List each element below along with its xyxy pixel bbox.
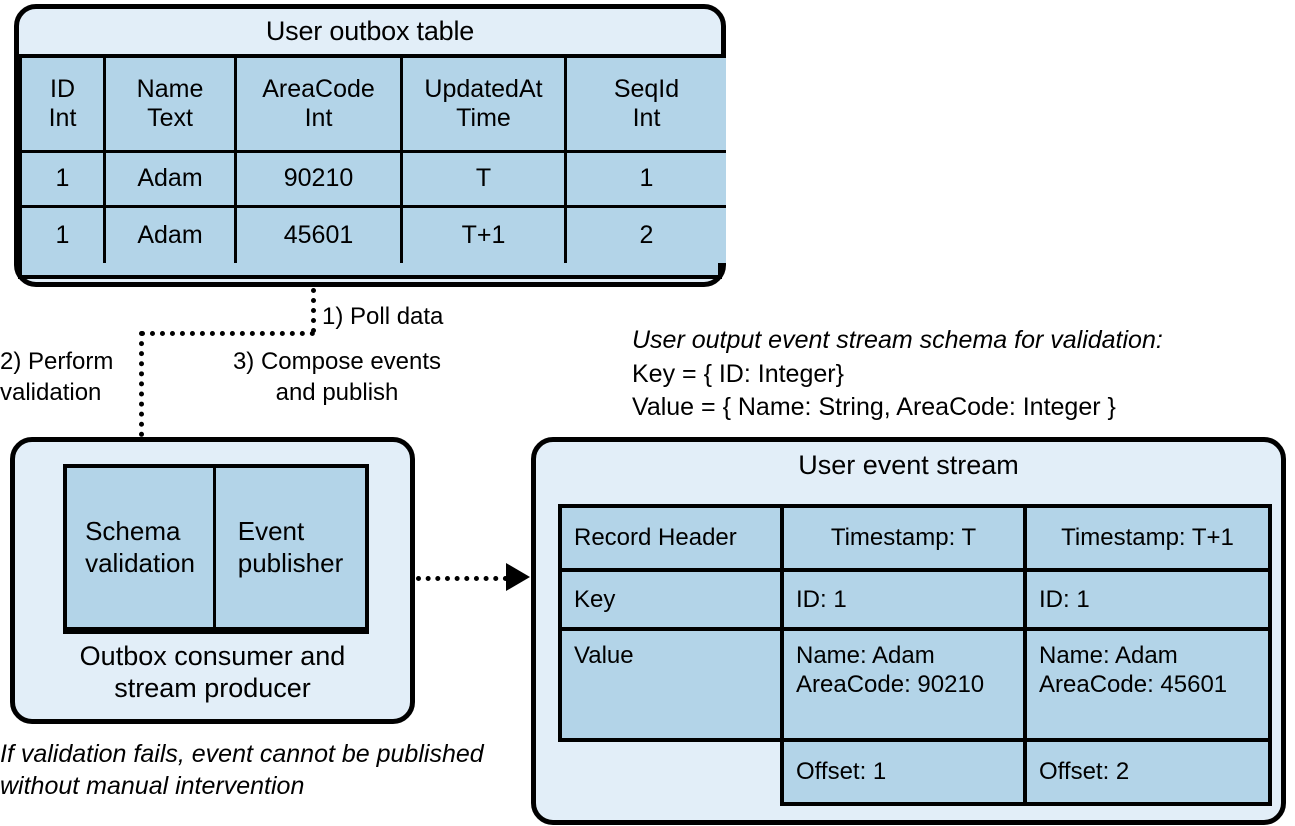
stream-row-value-col2: Name: Adam AreaCode: 45601	[1023, 627, 1272, 742]
column-header-name: Name Text	[106, 58, 237, 153]
table-row: T	[403, 153, 567, 208]
arrow-right-icon	[506, 563, 530, 591]
poll-connector-vertical-segment	[311, 288, 316, 333]
table-row: 45601	[237, 208, 403, 263]
column-name: SeqId	[613, 74, 680, 103]
table-row: 2	[567, 208, 726, 263]
stream-row-offset-spacer	[560, 740, 782, 804]
event-publisher-box: Event publisher	[216, 468, 365, 630]
outbox-table-title: User outbox table	[265, 16, 475, 46]
schema-note-key-line: Key = { ID: Integer}	[632, 359, 844, 388]
outbox-table-panel: User outbox table ID Int Name Text AreaC…	[14, 4, 726, 287]
table-row: Adam	[106, 153, 237, 208]
table-row: T+1	[403, 208, 567, 263]
column-type: Time	[456, 104, 511, 132]
column-header-seqid: SeqId Int	[567, 58, 726, 153]
table-row: Adam	[106, 208, 237, 263]
stream-row-value-col1: Name: Adam AreaCode: 90210	[780, 627, 1027, 742]
stream-row-key-col1: ID: 1	[780, 568, 1027, 631]
stream-header-timestamp-t1: Timestamp: T+1	[1023, 504, 1272, 572]
event-stream-grid: Record Header Timestamp: T Timestamp: T+…	[558, 504, 1272, 806]
publish-connector-segment	[416, 576, 508, 581]
outbox-table-grid: ID Int Name Text AreaCode Int UpdatedAt …	[18, 54, 726, 279]
table-row: 1	[22, 208, 106, 263]
consumer-panel-caption: Outbox consumer and stream producer	[79, 641, 346, 704]
flow-label-compose-and-publish: 3) Compose events and publish	[232, 348, 442, 406]
stream-row-key-label: Key	[558, 568, 784, 631]
column-type: Text	[147, 104, 193, 132]
stream-header-record: Record Header	[558, 504, 784, 572]
column-name: Name	[136, 74, 204, 103]
schema-validation-box: Schema validation	[67, 468, 216, 630]
column-header-id: ID Int	[22, 58, 106, 153]
stream-row-offset-col1: Offset: 1	[780, 738, 1027, 806]
flow-label-poll-data: 1) Poll data	[322, 303, 444, 330]
consumer-components-grid: Schema validation Event publisher	[63, 464, 369, 634]
schema-note: User output event stream schema for vali…	[632, 324, 1272, 425]
column-type: Int	[632, 104, 661, 132]
schema-note-value-line: Value = { Name: String, AreaCode: Intege…	[632, 393, 1116, 421]
validation-failure-footnote: If validation fails, event cannot be pub…	[0, 740, 484, 800]
column-type: Int	[304, 104, 333, 132]
table-row: 1	[567, 153, 726, 208]
schema-note-heading: User output event stream schema for vali…	[632, 326, 1163, 354]
outbox-consumer-panel: Schema validation Event publisher Outbox…	[10, 437, 415, 724]
column-name: UpdatedAt	[424, 74, 543, 103]
stream-row-value-label: Value	[558, 627, 784, 742]
table-row: 90210	[237, 153, 403, 208]
stream-header-timestamp-t: Timestamp: T	[780, 504, 1027, 572]
stream-row-offset-col2: Offset: 2	[1023, 738, 1272, 806]
table-row: 1	[22, 153, 106, 208]
column-type: Int	[48, 104, 77, 132]
flow-label-perform-validation: 2) Perform validation	[0, 348, 114, 406]
column-name: AreaCode	[262, 74, 375, 103]
poll-connector-down-segment	[139, 331, 144, 447]
event-stream-title: User event stream	[798, 450, 1019, 480]
event-stream-panel: User event stream Record Header Timestam…	[531, 437, 1286, 825]
stream-row-key-col2: ID: 1	[1023, 568, 1272, 631]
column-header-areacode: AreaCode Int	[237, 58, 403, 153]
column-name: ID	[50, 74, 75, 103]
poll-connector-horizontal-segment	[140, 331, 315, 336]
column-header-updatedat: UpdatedAt Time	[403, 58, 567, 153]
